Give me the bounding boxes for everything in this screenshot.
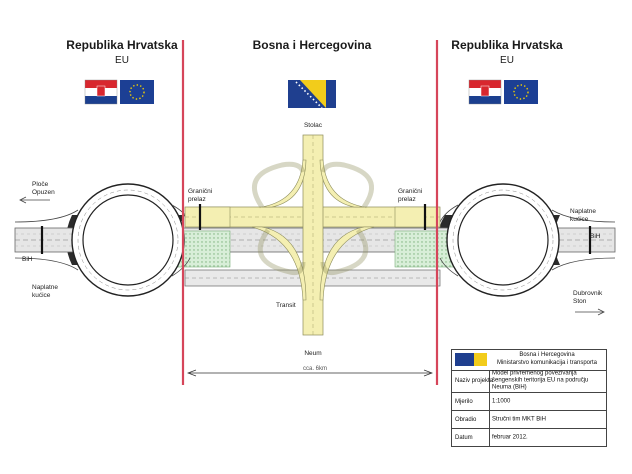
project-key: Naziv projekta <box>455 378 494 384</box>
label-toll-left-2: kućice <box>32 291 51 299</box>
region-left-country: Republika Hrvatska <box>66 38 178 52</box>
croatia-flag-right <box>468 79 502 105</box>
region-left-union: EU <box>115 55 129 66</box>
label-east-exit-1: Dubrovnik <box>573 290 603 297</box>
region-center-heading: Bosna i Hercegovina <box>232 38 392 52</box>
direction-arrows <box>19 196 605 316</box>
region-center-country: Bosna i Hercegovina <box>252 38 372 52</box>
border-control-marks <box>40 204 592 254</box>
organization-country: Bosna i Hercegovina <box>519 352 575 358</box>
label-toll-left: Naplatne kućice <box>32 284 58 299</box>
title-block-organization: Bosna i Hercegovina Ministarstvo komunik… <box>452 350 606 371</box>
title-block: Bosna i Hercegovina Ministarstvo komunik… <box>451 349 607 447</box>
label-crossing-left: Granični prelaz <box>188 188 212 203</box>
label-east-exit: Dubrovnik Ston <box>573 290 602 305</box>
label-west-exit-2: Opuzen <box>32 188 55 196</box>
scale-key: Mjerilo <box>455 398 473 405</box>
author-value: Stručni tim MKT BiH <box>492 416 546 422</box>
title-block-row-author: Obradio Stručni tim MKT BiH <box>452 411 606 429</box>
title-block-row-date: Datum februar 2012. <box>452 429 606 446</box>
label-toll-left-1: Naplatne <box>32 284 59 291</box>
label-bih-right: BiH <box>590 233 601 240</box>
bih-flag <box>288 80 336 109</box>
dimension-line <box>187 369 433 377</box>
label-crossing-left-1: Granični <box>188 188 213 195</box>
label-neum: Neum <box>304 350 322 357</box>
region-right-union: EU <box>500 55 514 66</box>
label-transit: Transit <box>276 302 296 309</box>
author-key: Obradio <box>455 416 477 423</box>
label-west-exit: Ploče Opuzen <box>32 181 55 196</box>
label-crossing-right: Granični prelaz <box>398 188 422 203</box>
ministry-logo <box>455 353 487 366</box>
organization-ministry: Ministarstvo komunikacija i transporta <box>496 359 598 366</box>
label-crossing-right-1: Granični <box>398 188 423 195</box>
roundabout-left <box>71 183 185 297</box>
region-right-heading: Republika Hrvatska EU <box>437 38 577 66</box>
region-left-heading: Republika Hrvatska EU <box>52 38 192 66</box>
roundabout-right <box>446 183 560 297</box>
eu-flag-right <box>504 80 538 104</box>
region-right-country: Republika Hrvatska <box>451 38 563 52</box>
label-crossing-left-2: prelaz <box>188 195 206 203</box>
date-value: februar 2012. <box>492 434 528 440</box>
label-stolac: Stolac <box>303 122 323 129</box>
label-toll-right-2: kućice <box>570 215 589 223</box>
approach-curves <box>14 204 616 277</box>
eu-flag-left <box>120 80 154 104</box>
scale-value: 1:1000 <box>492 398 511 404</box>
label-toll-right: Naplatne kućice <box>570 208 596 223</box>
label-west-exit-1: Ploče <box>32 181 49 188</box>
project-value: Model privremenog povezivanja šengenskih… <box>492 370 589 391</box>
label-bih-left: BiH <box>22 256 33 263</box>
bih-road <box>184 134 441 336</box>
dimension-label: cca. 6km <box>302 366 327 372</box>
title-block-divider <box>489 370 490 446</box>
title-block-row-project: Naziv projekta Model privremenog poveziv… <box>452 370 606 393</box>
title-block-row-scale: Mjerilo 1:1000 <box>452 393 606 411</box>
date-key: Datum <box>455 434 473 441</box>
label-east-exit-2: Ston <box>573 297 587 305</box>
label-toll-right-1: Naplatne <box>570 208 597 215</box>
croatia-flag-left <box>84 79 118 105</box>
label-crossing-right-2: prelaz <box>398 195 416 203</box>
